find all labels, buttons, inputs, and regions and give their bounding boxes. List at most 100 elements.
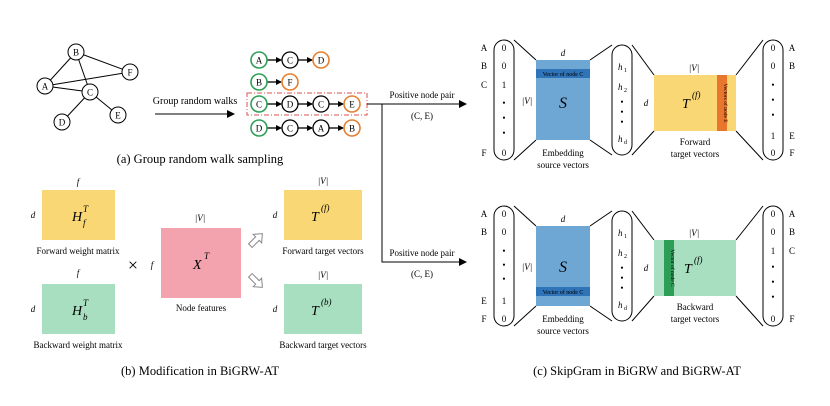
svg-text:T: T (83, 298, 89, 308)
svg-text:C: C (318, 100, 324, 110)
svg-text:B: B (789, 227, 795, 237)
svg-text:C: C (87, 88, 93, 98)
svg-text:•: • (502, 260, 505, 270)
svg-text:0: 0 (502, 61, 507, 71)
svg-text:T: T (311, 210, 320, 225)
svg-text:(f): (f) (321, 203, 330, 213)
walk-node: D (312, 51, 330, 69)
walk-node: C (312, 95, 330, 113)
svg-text:0: 0 (771, 61, 776, 71)
output-vector: 0 0 1 • • • 0 (762, 205, 784, 327)
multiply-icon: × (128, 255, 138, 275)
walk-node: C (281, 119, 299, 137)
svg-text:h: h (618, 82, 623, 92)
caption-b: (b) Modification in BiGRW-AT (121, 364, 279, 378)
svg-text:•: • (771, 277, 774, 287)
hidden-vector: h 1 h 2 • • • h d (611, 44, 633, 156)
svg-text:f: f (77, 268, 81, 278)
svg-text:•: • (771, 95, 774, 105)
svg-text:d: d (624, 306, 627, 312)
svg-text:b: b (83, 312, 88, 322)
walk-node: D (281, 95, 299, 113)
hollow-arrow-down-icon (247, 272, 263, 288)
svg-text:|V|: |V| (689, 228, 699, 238)
svg-text:Embedding: Embedding (542, 148, 584, 158)
svg-text:|V|: |V| (318, 270, 328, 280)
vector-node-c-bar (664, 240, 674, 296)
walk-node: B (343, 119, 361, 137)
svg-text:|V|: |V| (318, 176, 328, 186)
svg-text:0: 0 (502, 43, 507, 53)
svg-text:f: f (151, 260, 155, 270)
svg-text:0: 0 (771, 227, 776, 237)
svg-text:0: 0 (771, 314, 776, 324)
svg-text:h: h (618, 62, 623, 72)
svg-text:E: E (789, 131, 795, 141)
svg-text:•: • (771, 262, 774, 272)
svg-text:H: H (71, 210, 83, 225)
walk-label: Group random walks (153, 96, 238, 107)
svg-text:•: • (502, 246, 505, 256)
svg-text:S: S (559, 95, 567, 112)
svg-text:•: • (771, 80, 774, 90)
svg-text:|V|: |V| (522, 262, 532, 272)
svg-text:F: F (481, 314, 486, 324)
svg-text:f: f (83, 218, 87, 228)
svg-text:f: f (77, 177, 81, 187)
svg-text:E: E (115, 111, 121, 121)
svg-text:d: d (273, 210, 278, 220)
svg-text:•: • (620, 107, 623, 117)
pair-label-bottom: Positive node pair (390, 248, 455, 258)
svg-text:|V|: |V| (689, 63, 699, 73)
svg-text:2: 2 (624, 254, 627, 260)
svg-text:F: F (287, 78, 292, 88)
walk-node: E (343, 95, 361, 113)
svg-text:B: B (349, 124, 355, 134)
vector-node-c-bar (536, 287, 590, 296)
svg-text:2: 2 (624, 88, 627, 94)
svg-text:A: A (256, 56, 263, 66)
node-features-matrix (161, 228, 241, 298)
svg-text:B: B (73, 48, 79, 58)
svg-text:C: C (256, 100, 262, 110)
svg-text:1: 1 (502, 296, 507, 306)
pair-value-top: (C, E) (411, 111, 433, 121)
svg-text:Vector of node C: Vector of node C (669, 249, 676, 287)
positive-pair-arrows (367, 100, 467, 266)
svg-text:0: 0 (771, 209, 776, 219)
svg-text:(f): (f) (692, 90, 701, 100)
graph-node-F: F (121, 63, 139, 81)
svg-text:h: h (618, 134, 623, 144)
svg-text:T: T (311, 304, 320, 319)
svg-text:T: T (83, 204, 89, 214)
svg-text:d: d (561, 48, 566, 58)
svg-text:(b): (b) (321, 297, 332, 307)
svg-text:T: T (682, 97, 691, 112)
svg-text:F: F (789, 148, 794, 158)
svg-text:E: E (349, 100, 355, 110)
svg-text:target vectors: target vectors (671, 149, 720, 159)
svg-text:0: 0 (771, 43, 776, 53)
walk-node: C (281, 51, 299, 69)
vector-node-c-bar (536, 69, 590, 78)
svg-text:•: • (771, 110, 774, 120)
graph-node-E: E (109, 106, 127, 124)
graph-node-B: B (67, 43, 85, 61)
svg-text:H: H (71, 304, 83, 319)
svg-text:•: • (771, 292, 774, 302)
svg-text:A: A (481, 43, 488, 53)
svg-text:C: C (789, 246, 795, 256)
svg-text:d: d (561, 214, 566, 224)
forward-weight-matrix (42, 190, 115, 240)
svg-text:source vectors: source vectors (537, 160, 589, 170)
svg-text:F: F (127, 68, 132, 78)
svg-text:•: • (502, 113, 505, 123)
svg-text:|V|: |V| (195, 213, 205, 223)
svg-text:A: A (481, 209, 488, 219)
svg-text:D: D (287, 100, 294, 110)
backward-weight-label: Backward weight matrix (34, 340, 123, 350)
svg-text:target vectors: target vectors (671, 314, 720, 324)
svg-text:B: B (481, 61, 487, 71)
backward-target-label: Backward target vectors (279, 340, 367, 350)
